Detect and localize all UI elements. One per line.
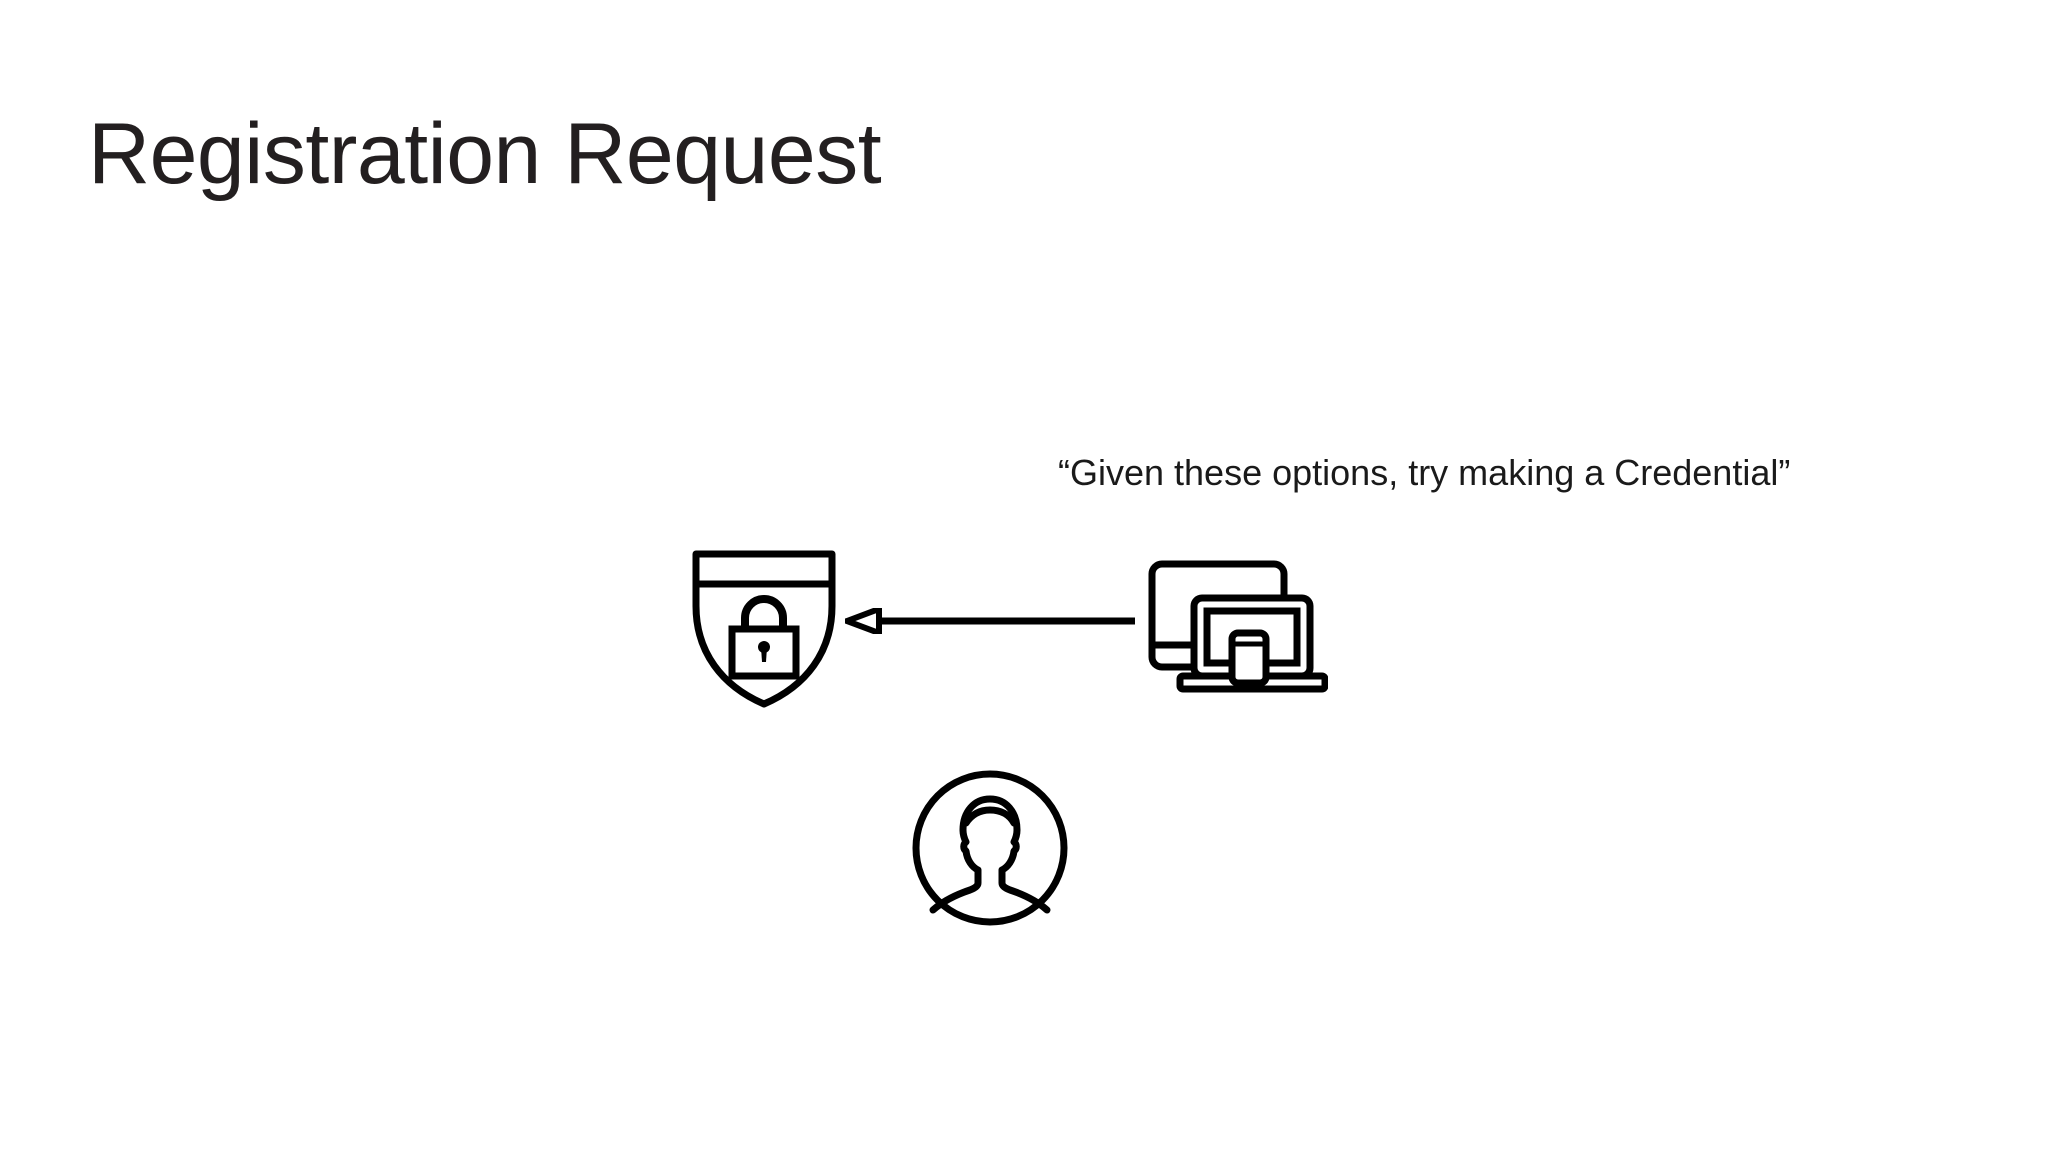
devices-icon	[1148, 560, 1328, 695]
quote-caption: “Given these options, try making a Crede…	[1058, 452, 1791, 493]
registration-request-arrow	[845, 608, 1135, 634]
user-circle-icon	[910, 768, 1070, 928]
shield-lock-icon	[690, 548, 838, 710]
page-title: Registration Request	[88, 106, 882, 202]
footer: Duo Security is now part of Cisco.	[0, 1002, 2048, 1152]
